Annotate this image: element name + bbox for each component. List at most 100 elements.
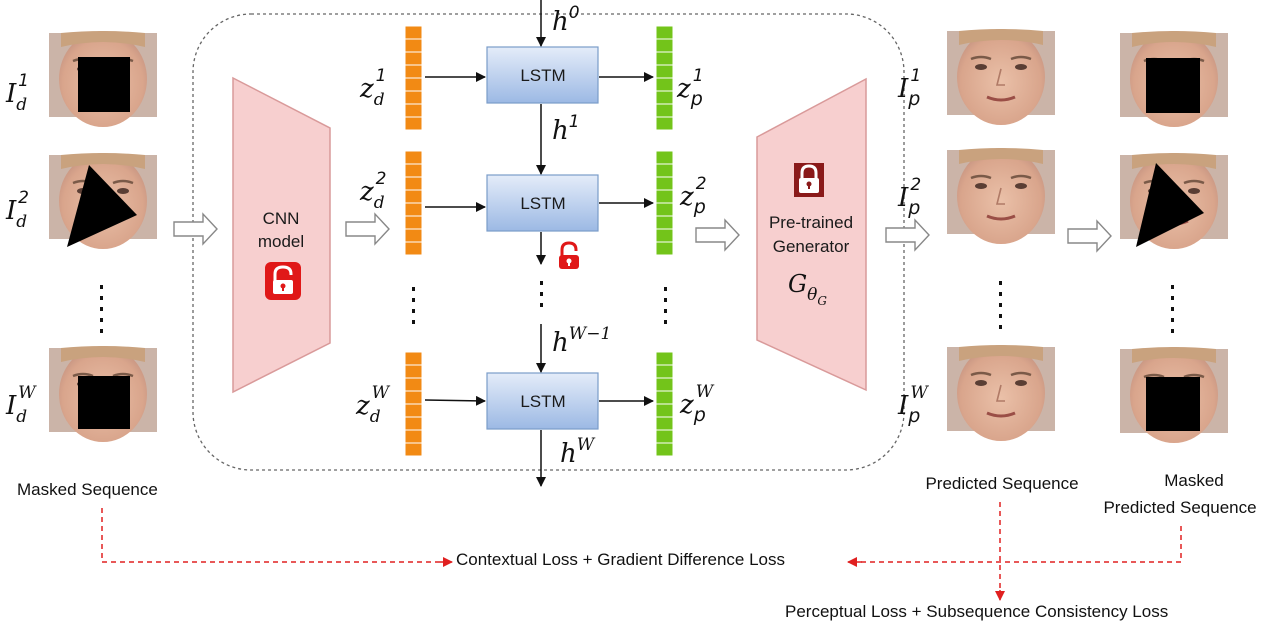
predicted-ellipsis xyxy=(999,281,1002,329)
predicted-label-2: Ip2 xyxy=(897,175,921,219)
latent-cell xyxy=(655,241,674,256)
input-frame-2 xyxy=(47,151,159,251)
triangle-mask xyxy=(67,165,137,247)
latent-cell xyxy=(655,377,674,392)
latent-out-w xyxy=(655,351,674,457)
latent-cell xyxy=(404,38,423,53)
latent-out-label-2: zp2 xyxy=(679,174,707,218)
latent-cell xyxy=(655,64,674,79)
hollow-arrow-icon xyxy=(345,212,390,246)
predicted-sequence-caption: Predicted Sequence xyxy=(925,474,1079,493)
input-frame-w xyxy=(47,344,159,444)
hidden-label-0: h0 xyxy=(552,3,580,37)
latent-cell xyxy=(655,390,674,405)
latent-cell xyxy=(655,189,674,204)
latent-out-1 xyxy=(655,25,674,131)
latent-in-label-2: zd2 xyxy=(359,169,386,213)
latent-cell xyxy=(404,163,423,178)
predicted-frame-2 xyxy=(945,146,1057,246)
latent-cell xyxy=(655,364,674,379)
latent-in-1 xyxy=(404,25,423,131)
latent-out-label-w: zpW xyxy=(679,382,715,426)
latent-cell xyxy=(655,403,674,418)
latent-cell xyxy=(404,215,423,230)
latent-cell xyxy=(404,176,423,191)
latent-cell xyxy=(404,103,423,118)
cnn-label-line1: CNN xyxy=(263,209,300,228)
input-label-w: IdW xyxy=(5,383,37,427)
latent-cell xyxy=(655,103,674,118)
lstm-ellipsis xyxy=(540,281,543,307)
generator-symbol: GθG xyxy=(788,270,827,308)
latent-cell xyxy=(404,77,423,92)
generator-label-line2: Generator xyxy=(773,237,850,256)
predicted-label-w: IpW xyxy=(897,383,929,427)
triangle-mask xyxy=(1136,163,1204,247)
unlocked-padlock-icon xyxy=(554,240,584,272)
hidden-label-1: h1 xyxy=(552,112,580,146)
latent-in-label-w: zdW xyxy=(355,383,391,427)
hollow-arrow-icon xyxy=(173,212,218,246)
latent-cell xyxy=(404,241,423,256)
latent-cell xyxy=(404,150,423,165)
latent-cell xyxy=(404,228,423,243)
masked-predicted-caption-line2: Predicted Sequence xyxy=(1103,498,1257,517)
latent-out-2 xyxy=(655,150,674,256)
pretrained-generator xyxy=(756,77,867,392)
latent-in-ellipsis xyxy=(412,287,415,324)
latent-cell xyxy=(404,442,423,457)
masked-predicted-frame-w xyxy=(1118,345,1230,445)
latent-cell xyxy=(655,202,674,217)
latent-in-w xyxy=(404,351,423,457)
latent-cell xyxy=(655,442,674,457)
latent-cell xyxy=(404,202,423,217)
latent-cell xyxy=(655,90,674,105)
hollow-arrow-icon xyxy=(885,218,930,252)
latent-cell xyxy=(655,51,674,66)
hollow-arrow-icon xyxy=(1067,219,1112,253)
predicted-frame-1 xyxy=(945,27,1057,127)
contextual-loss-label: Contextual Loss + Gradient Difference Lo… xyxy=(456,550,786,569)
latent-cell xyxy=(404,51,423,66)
latent-cell xyxy=(655,228,674,243)
unlocked-padlock-icon xyxy=(265,262,301,300)
square-mask xyxy=(1146,58,1200,113)
square-mask xyxy=(78,376,130,429)
latent-cell xyxy=(404,364,423,379)
latent-cell xyxy=(655,116,674,131)
latent-cell xyxy=(655,38,674,53)
svg-text:LSTM: LSTM xyxy=(520,194,565,213)
latent-out-label-1: zp1 xyxy=(676,66,704,110)
input-label-1: Id1 xyxy=(5,71,29,115)
lstm-cell-w: LSTM xyxy=(486,372,599,430)
latent-out-ellipsis xyxy=(664,287,667,324)
input-ellipsis xyxy=(100,285,103,333)
hollow-arrow-icon xyxy=(695,218,740,252)
edge-zin3-lstm3 xyxy=(424,395,486,406)
latent-cell xyxy=(655,176,674,191)
latent-cell xyxy=(404,429,423,444)
latent-cell xyxy=(655,150,674,165)
latent-cell xyxy=(404,390,423,405)
latent-cell xyxy=(655,77,674,92)
latent-in-label-1: zd1 xyxy=(359,66,386,110)
latent-cell xyxy=(404,351,423,366)
locked-padlock-icon xyxy=(794,163,824,197)
masked-predicted-frame-2 xyxy=(1118,151,1230,251)
loss-connectors xyxy=(101,502,1182,596)
latent-cell xyxy=(655,416,674,431)
latent-cell xyxy=(655,25,674,40)
latent-cell xyxy=(404,189,423,204)
latent-cell xyxy=(404,377,423,392)
masked-predicted-ellipsis xyxy=(1171,285,1174,333)
cnn-encoder xyxy=(232,76,331,394)
latent-cell xyxy=(655,163,674,178)
perceptual-loss-label: Perceptual Loss + Subsequence Consistenc… xyxy=(785,602,1169,621)
masked-predicted-frame-1 xyxy=(1118,29,1230,129)
generator-label-line1: Pre-trained xyxy=(769,213,853,232)
latent-cell xyxy=(404,403,423,418)
svg-text:LSTM: LSTM xyxy=(520,392,565,411)
hidden-label-w-1: hW−1 xyxy=(552,324,611,358)
input-label-2: Id2 xyxy=(5,188,29,232)
